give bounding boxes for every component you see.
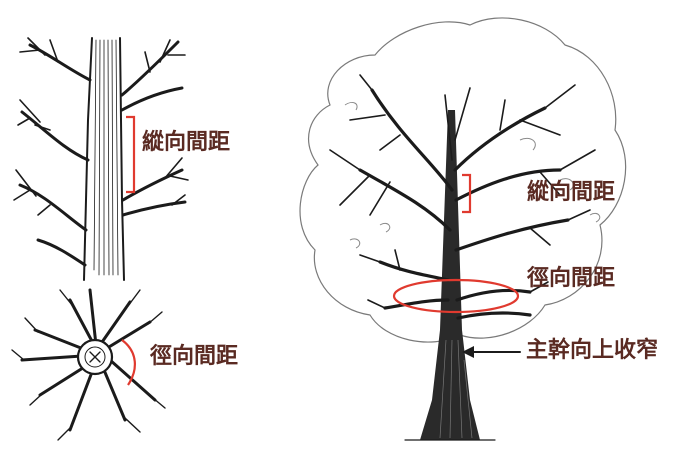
vertical-spacing-label-right: 縱向間距 bbox=[527, 180, 616, 205]
trunk-taper-label: 主幹向上收窄 bbox=[526, 338, 659, 363]
trunk-taper-arrow bbox=[462, 346, 521, 358]
vertical-spacing-label-left: 縱向間距 bbox=[142, 130, 231, 155]
vertical-spacing-bracket-left bbox=[126, 115, 136, 194]
whole-tree bbox=[299, 17, 627, 441]
trunk-side-view bbox=[13, 37, 189, 281]
radial-spacing-label-right: 徑向間距 bbox=[527, 266, 616, 291]
radial-spacing-arc-left bbox=[121, 339, 136, 386]
radial-spacing-ellipse bbox=[392, 278, 520, 314]
trunk-top-view bbox=[11, 288, 166, 441]
radial-spacing-label-left: 徑向間距 bbox=[150, 344, 239, 369]
vertical-spacing-bracket-right bbox=[462, 173, 472, 214]
